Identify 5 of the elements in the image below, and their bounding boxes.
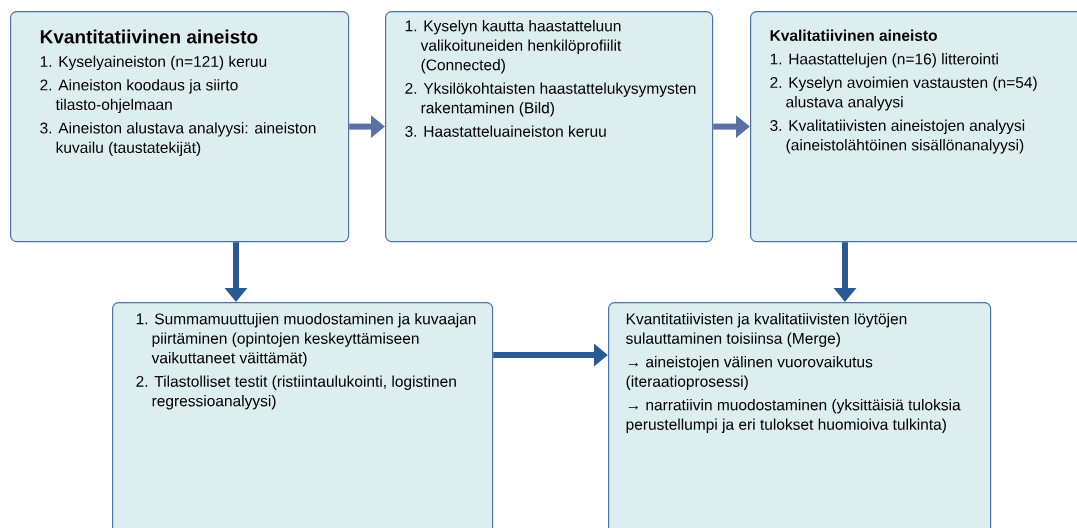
process-box: Kvantitatiivinen aineisto 1. Kyselyaineiston (n=121) keruu 2. Aineiston koodaus ja siirto tilasto-ohjelmaan 3. Aineiston alustava analyysi: aineiston kuvailu (taustatekijät)	[10, 11, 350, 243]
process-box: 1. Kyselyn kautta haastatteluun valikoituneiden henkilöprofiilit (Connected) 2. Yksilökohtaisten haastattelukysymysten rakentaminen (Bild) 3. Haastatteluaineiston keruu	[385, 11, 714, 243]
process-box: Kvantitatiivisten ja kvalitatiivisten löytöjen sulauttaminen toisiinsa (Merge) → aineistojen välinen vuorovaikutus (iteraatioprosessi) → narratiivin muodostaminen (yksittäisiä tuloksia perustellumpi ja eri tulokset huomioiva tulkinta)	[608, 302, 992, 528]
process-box: Kvalitatiivinen aineisto 1. Haastattelujen (n=16) litterointi 2. Kyselyn avoimien vastausten (n=54) alustava analyysi 3. Kvalitatiivisten aineistojen analyysi (aineistolähtöinen sisällönanalyysi)	[750, 11, 1077, 243]
process-box: 1. Summamuuttujien muodostaminen ja kuvaajan piirtäminen (opintojen keskeyttämiseen vaikuttaneet väittämät) 2. Tilastolliset testit (ristiintaulukointi, logistinen regressioanalyysi)	[112, 302, 494, 528]
